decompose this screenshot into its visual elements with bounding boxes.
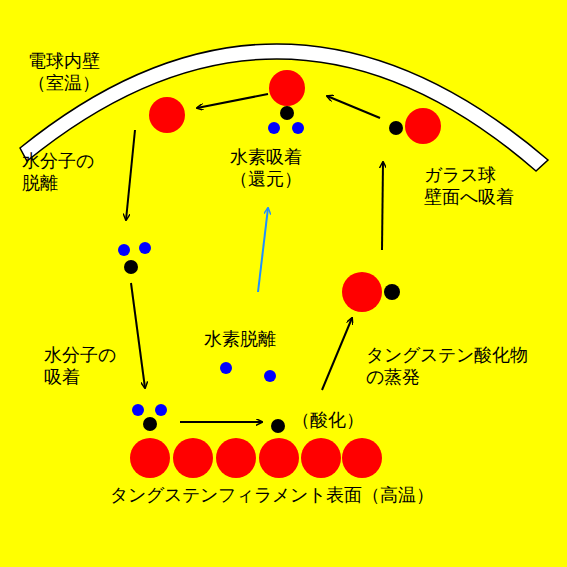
tungsten-atom xyxy=(342,272,382,312)
cycle-arrow xyxy=(327,96,380,118)
tungsten-atom xyxy=(216,438,256,478)
tungsten-atom xyxy=(130,438,170,478)
hydrogen-atom xyxy=(264,370,276,382)
label: 水素吸着 （還元） xyxy=(225,146,308,190)
oxygen-atom xyxy=(280,106,294,120)
cycle-arrow xyxy=(382,162,383,250)
label: 水分子の 吸着 xyxy=(44,344,127,388)
cycle-arrow xyxy=(180,421,262,423)
hydrogen-atom xyxy=(292,122,304,134)
label: 水分子の 脱離 xyxy=(22,150,105,194)
hydrogen-atom xyxy=(139,242,151,254)
label: タングステンフィラメント表面（高温） xyxy=(110,484,434,506)
cycle-arrow xyxy=(131,283,145,388)
label: 電球内壁 （室温） xyxy=(28,50,111,94)
hydrogen-atom xyxy=(155,404,167,416)
oxygen-atom xyxy=(124,260,138,274)
hydrogen-arrow xyxy=(258,208,268,292)
oxygen-atom xyxy=(384,284,400,300)
tungsten-atom xyxy=(259,438,299,478)
label: ガラス球 壁面へ吸着 xyxy=(424,164,517,208)
tungsten-atom xyxy=(342,438,382,478)
cycle-arrow xyxy=(197,94,268,108)
filament-surface xyxy=(130,438,382,478)
cycle-arrow xyxy=(126,130,135,220)
tungsten-atom xyxy=(149,97,185,133)
oxygen-atom xyxy=(271,419,285,433)
hydrogen-atom xyxy=(220,362,232,374)
oxygen-atom xyxy=(389,121,403,135)
label: 水素脱離 xyxy=(204,328,276,350)
label: （酸化） xyxy=(292,409,364,431)
tungsten-atom xyxy=(405,108,441,144)
tungsten-atom xyxy=(301,438,341,478)
hydrogen-atom xyxy=(132,404,144,416)
label: タングステン酸化物 の蒸発 xyxy=(366,344,533,388)
tungsten-atom xyxy=(173,438,213,478)
oxygen-atom xyxy=(143,417,157,431)
hydrogen-atom xyxy=(268,122,280,134)
cycle-arrow xyxy=(322,318,352,390)
tungsten-atom xyxy=(269,70,305,106)
hydrogen-atom xyxy=(118,244,130,256)
